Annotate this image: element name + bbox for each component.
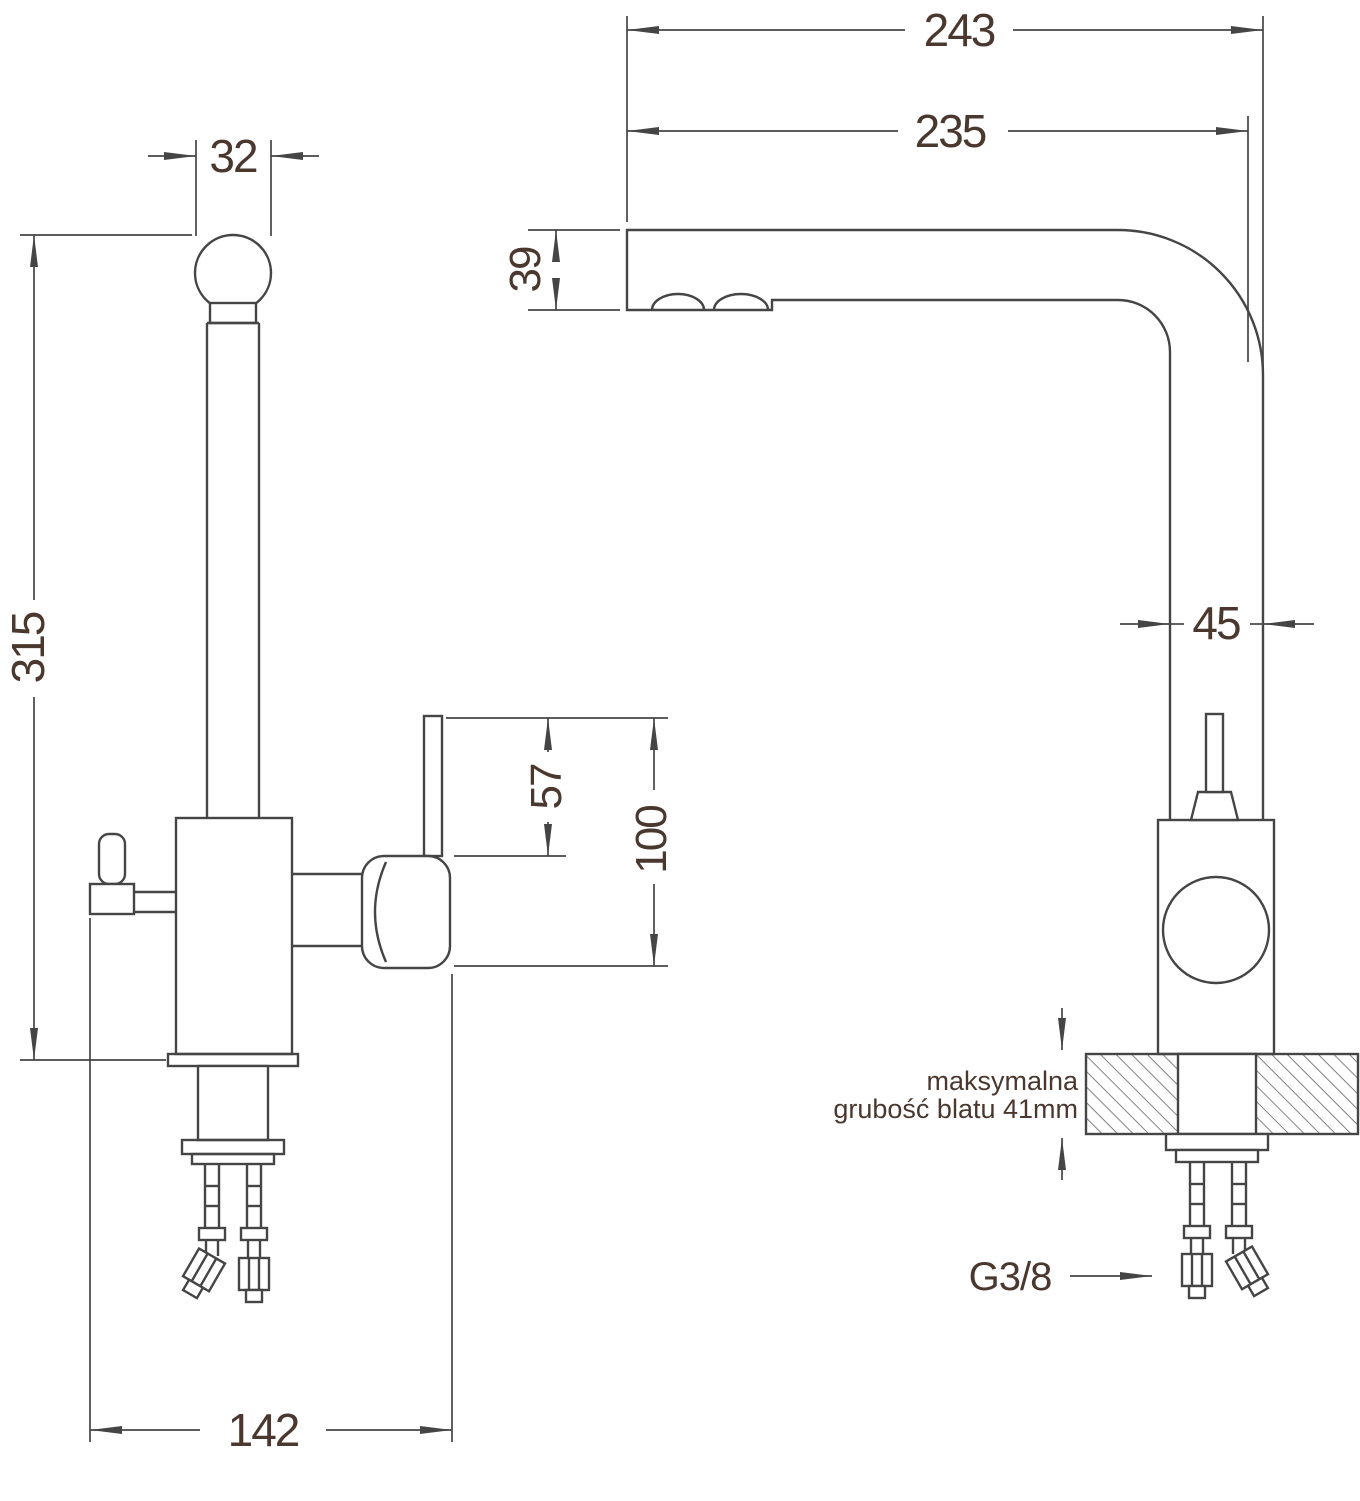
faucet-body-front [174,816,294,1056]
dim-57: 57 [446,717,668,857]
dim-142-label: 142 [228,1404,299,1456]
angled-hose-fitting-front [181,1246,227,1300]
mounting-nut-front [180,1138,286,1156]
valve-circle-side [1161,875,1271,985]
dim-57-label: 57 [522,764,571,809]
supply-hoses-front [181,1164,271,1304]
filter-handle [88,832,176,916]
base-flange-front [166,1052,300,1068]
side-view [625,228,1360,1300]
front-view [88,233,452,1304]
dim-32-label: 32 [209,130,257,182]
thread-size-label: G3/8 [969,1255,1052,1299]
angled-hose-fitting-side [1224,1244,1270,1298]
dim-243-label: 243 [924,4,995,56]
mixer-lever-side [1204,712,1225,794]
hose-fitting-front [237,1256,271,1304]
spout-side [625,228,1118,312]
threaded-shank-front [198,1066,268,1140]
dim-100-label: 100 [627,806,676,874]
hose-fitting-side [1180,1252,1214,1300]
countertop-note-line1: maksymalna [926,1066,1079,1096]
dim-235: 235 [627,105,1249,362]
aerator-front [208,301,258,325]
dim-315: 315 [2,234,192,1061]
spout-head-front [193,233,273,313]
dim-32: 32 [148,130,319,236]
dim-235-label: 235 [915,105,986,157]
thread-callout: G3/8 [969,1255,1152,1299]
dim-100: 100 [454,718,676,967]
countertop-note-line2: grubość blatu 41mm [833,1094,1078,1124]
countertop-section [1084,1052,1360,1136]
dim-243: 243 [626,4,1264,600]
dim-142: 142 [89,918,453,1456]
lever-mount-side [1189,790,1240,822]
mixer-lever-front [292,714,452,970]
faucet-body-side [1156,818,1276,1056]
mounting-nut-side [1164,1132,1270,1152]
dim-315-label: 315 [2,612,54,683]
dim-39-label: 39 [501,247,550,292]
supply-hoses-side [1180,1162,1270,1300]
dim-39: 39 [501,229,620,311]
dim-45: 45 [1120,597,1314,649]
dim-45-label: 45 [1192,597,1240,649]
countertop-note: maksymalna grubość blatu 41mm [833,1008,1079,1180]
aerator-side [650,292,706,311]
